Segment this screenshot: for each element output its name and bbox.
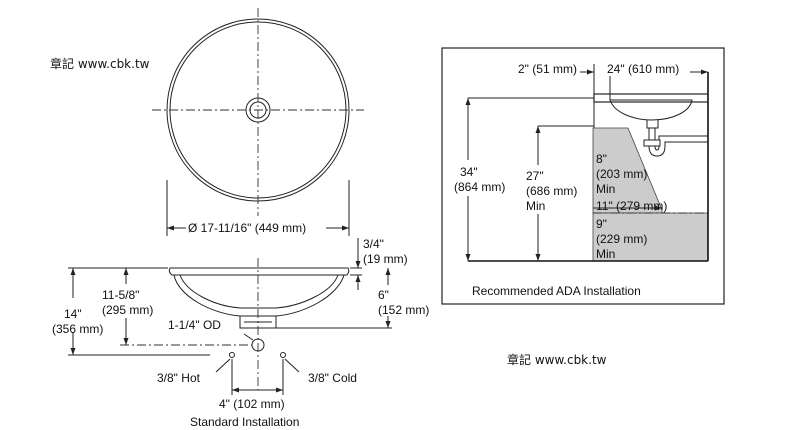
hot-label: 3/8" Hot: [157, 371, 201, 385]
top-view: Ø 17-11/16" (449 mm): [152, 8, 364, 236]
knee-depth-top-value: 8": [596, 152, 607, 166]
knee-depth-top-min: Min: [596, 182, 615, 196]
bowl-depth-mm: (152 mm): [378, 303, 429, 317]
arrow-right: [342, 225, 349, 231]
supply-spacing-label: 4" (102 mm): [219, 397, 285, 411]
rim-profile: [168, 267, 350, 276]
ada-sink-bowl: [609, 99, 693, 121]
p-trap: [648, 128, 708, 157]
knee-depth-top-mm: (203 mm): [596, 167, 647, 181]
countertop: [593, 93, 709, 103]
toe-clearance-value: 9": [596, 217, 607, 231]
drain-height-mm: (295 mm): [102, 303, 153, 317]
knee-clearance-value: 27": [526, 169, 544, 183]
rim-thickness-mm: (19 mm): [363, 252, 408, 266]
knee-clearance-mm: (686 mm): [526, 184, 577, 198]
setback-label: 2" (51 mm): [518, 62, 577, 76]
drain-od-label: 1-1/4" OD: [168, 318, 221, 332]
bowl-inner: [179, 274, 339, 309]
standard-installation-caption: Standard Installation: [190, 415, 299, 429]
ada-caption: Recommended ADA Installation: [472, 284, 641, 298]
toe-clearance-min: Min: [596, 247, 615, 261]
knee-depth-mid-label: 11" (279 mm): [596, 199, 667, 213]
cold-supply: [280, 352, 286, 358]
sink-width-label: 24" (610 mm): [607, 62, 679, 76]
hot-supply: [229, 352, 235, 358]
knee-clearance-zone: [592, 127, 663, 214]
knee-clearance-min: Min: [526, 199, 545, 213]
watermark-right: 章記 www.cbk.tw: [507, 352, 607, 367]
arrow-left: [167, 225, 174, 231]
side-view: 1-1/4" OD 14" (356 mm) 11-5/8" (295 mm) …: [52, 237, 429, 429]
ada-panel: 2" (51 mm) 24" (610 mm) 34" (864 mm) 27"…: [441, 47, 725, 305]
diameter-label: Ø 17-11/16" (449 mm): [188, 221, 306, 235]
toe-clearance-mm: (229 mm): [596, 232, 647, 246]
bowl-depth-value: 6": [378, 288, 389, 302]
cold-label: 3/8" Cold: [308, 371, 357, 385]
drain-height-value: 11-5/8": [102, 288, 139, 302]
ada-frame: [441, 47, 725, 305]
watermark-left: 章記 www.cbk.tw: [50, 56, 150, 71]
overall-height-mm: (356 mm): [52, 322, 103, 336]
counter-height-value: 34": [460, 165, 478, 179]
counter-height-mm: (864 mm): [454, 180, 505, 194]
overall-height-value: 14": [64, 307, 82, 321]
rim-thickness-value: 3/4": [363, 237, 384, 251]
